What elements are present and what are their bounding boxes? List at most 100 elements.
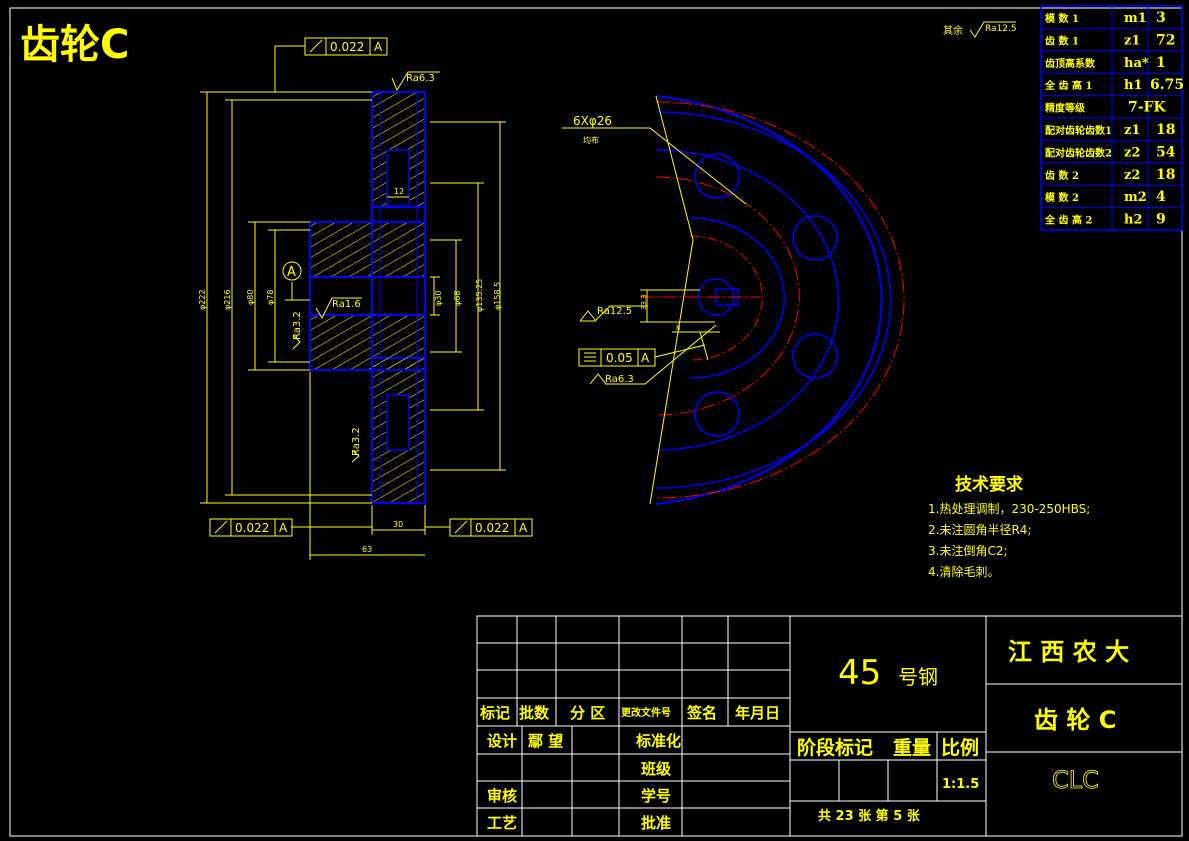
tb-header: 年月日 bbox=[735, 704, 780, 722]
param-value: 4 bbox=[1156, 189, 1166, 205]
roughness-symbol bbox=[969, 21, 1016, 38]
hole-pitch-arc bbox=[655, 176, 800, 416]
tb-designer: 鄢 望 bbox=[527, 732, 563, 750]
tb-part-name: 齿 轮 C bbox=[1034, 706, 1116, 734]
ra-top-face: Ra6.3 bbox=[406, 73, 435, 84]
title-block-material: 45 号钢 CLC bbox=[838, 653, 1099, 794]
ra-web: Ra3.2 bbox=[351, 427, 362, 456]
section-roughness: Ra6.3 Ra1.6 Ra3.2 Ra3.2 bbox=[292, 71, 440, 463]
param-symbol: z1 bbox=[1124, 33, 1140, 48]
tb-header: 标记 bbox=[479, 704, 510, 722]
root-arc bbox=[655, 111, 892, 489]
tb-material-text: 号钢 bbox=[898, 665, 938, 689]
param-symbol: m2 bbox=[1124, 190, 1147, 205]
tech-item: 2.未注圆角半径R4; bbox=[928, 522, 1031, 537]
param-name: 模 数 2 bbox=[1045, 191, 1079, 204]
param-name: 配对齿轮齿数2 bbox=[1045, 146, 1112, 159]
symmetry-value: 0.05 bbox=[606, 351, 633, 365]
tolerance-bl-datum: A bbox=[279, 521, 288, 535]
tb-header: 分 区 bbox=[570, 704, 605, 722]
ra-bore: Ra1.6 bbox=[332, 299, 361, 310]
tech-item: 3.未注倒角C2; bbox=[928, 543, 1008, 558]
param-name: 齿 数 2 bbox=[1045, 169, 1079, 182]
datum-a-marker: A bbox=[282, 261, 302, 281]
dim-d-b: φ135.25 bbox=[475, 279, 484, 312]
section-dim-texts: φ222 φ216 φ80 φ78 φ30 φ68 φ135.25 φ158.5… bbox=[198, 187, 502, 554]
dim-od: φ222 bbox=[198, 289, 207, 310]
tolerance-top-value: 0.022 bbox=[330, 40, 364, 54]
general-roughness-value: Ra12.5 bbox=[985, 24, 1017, 34]
general-roughness-note: 其余 Ra12.5 bbox=[943, 21, 1017, 38]
tolerance-frame-top bbox=[304, 37, 388, 56]
keyway-depth: 33.3 bbox=[640, 294, 648, 310]
param-name: 齿顶高系数 bbox=[1045, 57, 1096, 70]
tb-school: 江 西 农 大 bbox=[1008, 638, 1129, 666]
bore bbox=[309, 276, 426, 316]
dim-hub-od: φ80 bbox=[246, 290, 255, 305]
dim-root: φ216 bbox=[223, 289, 232, 310]
param-value: 9 bbox=[1156, 212, 1166, 228]
hub-arc bbox=[689, 217, 786, 379]
tolerance-frame-bottom-right bbox=[449, 518, 533, 537]
front-annotations bbox=[562, 127, 747, 385]
tb-sheets: 共 23 张 第 5 张 bbox=[818, 808, 921, 824]
symmetry-frame bbox=[578, 348, 656, 367]
param-symbol: z2 bbox=[1124, 145, 1140, 160]
ra-hub-symbol bbox=[292, 334, 301, 350]
tb-standard-label: 标准化 bbox=[635, 732, 681, 750]
addendum-arc bbox=[655, 101, 905, 499]
tb-process-label: 工艺 bbox=[487, 814, 517, 832]
holes-note: 均布 bbox=[583, 135, 599, 145]
dim-d-c: φ158.5 bbox=[493, 282, 502, 310]
symmetry-datum: A bbox=[641, 351, 650, 365]
tb-student-id-label: 学号 bbox=[641, 787, 671, 805]
param-name: 全 齿 高 1 bbox=[1044, 79, 1092, 92]
lightening-hole bbox=[792, 333, 838, 379]
param-value: 72 bbox=[1156, 32, 1175, 48]
param-symbol: ha* bbox=[1124, 56, 1149, 71]
tb-weight-label: 重量 bbox=[893, 737, 931, 759]
param-value: 3 bbox=[1156, 10, 1166, 26]
lightening-hole bbox=[694, 153, 740, 199]
param-name: 齿 数 1 bbox=[1045, 34, 1079, 47]
title-block-grid bbox=[476, 615, 1183, 837]
param-symbol: h1 bbox=[1124, 78, 1143, 93]
front-texts: 6Xφ26 均布 33.3 8 Ra12.5 Ra6.3 bbox=[573, 114, 680, 385]
dim-rim-width: 30 bbox=[393, 520, 403, 529]
tb-approve-label: 批准 bbox=[641, 814, 671, 832]
param-symbol: z2 bbox=[1124, 168, 1140, 183]
tb-scale-label: 比例 bbox=[941, 736, 979, 759]
general-roughness-label: 其余 bbox=[943, 24, 963, 37]
tb-scale-value: 1:1.5 bbox=[942, 777, 979, 792]
param-name: 精度等级 bbox=[1045, 102, 1086, 115]
dim-web: 12 bbox=[394, 187, 404, 196]
tb-stage-label: 阶段标记 bbox=[797, 736, 873, 759]
param-symbol: h2 bbox=[1124, 213, 1143, 228]
section-view bbox=[309, 91, 426, 504]
section-dimensions bbox=[200, 45, 506, 560]
tb-design-label: 设计 bbox=[487, 732, 517, 750]
tb-header: 批数 bbox=[519, 704, 550, 722]
tolerance-br-value: 0.022 bbox=[475, 521, 509, 535]
hub-top bbox=[309, 221, 426, 278]
inner-rim-arc bbox=[655, 149, 840, 451]
lightening-hole bbox=[694, 391, 740, 437]
dim-d-a: φ68 bbox=[453, 291, 462, 306]
tolerance-br-datum: A bbox=[519, 521, 528, 535]
tolerance-bl-value: 0.022 bbox=[235, 521, 269, 535]
ra-top-symbol bbox=[391, 71, 440, 92]
ra-keyway-bottom-symbol bbox=[589, 373, 607, 385]
tb-class-label: 班级 bbox=[641, 760, 672, 778]
param-value: 7-FK bbox=[1128, 100, 1166, 116]
param-value: 18 bbox=[1156, 122, 1175, 138]
param-value: 18 bbox=[1156, 167, 1175, 183]
ra-web-symbol bbox=[351, 449, 360, 463]
hub-bottom bbox=[309, 314, 426, 371]
tb-review-label: 审核 bbox=[487, 787, 517, 805]
hub-pitch-arc bbox=[689, 235, 763, 361]
param-name: 模 数 1 bbox=[1045, 12, 1079, 25]
param-symbol: z1 bbox=[1124, 123, 1140, 138]
datum-letter: A bbox=[287, 265, 296, 280]
web-hole-bottom bbox=[386, 394, 410, 451]
